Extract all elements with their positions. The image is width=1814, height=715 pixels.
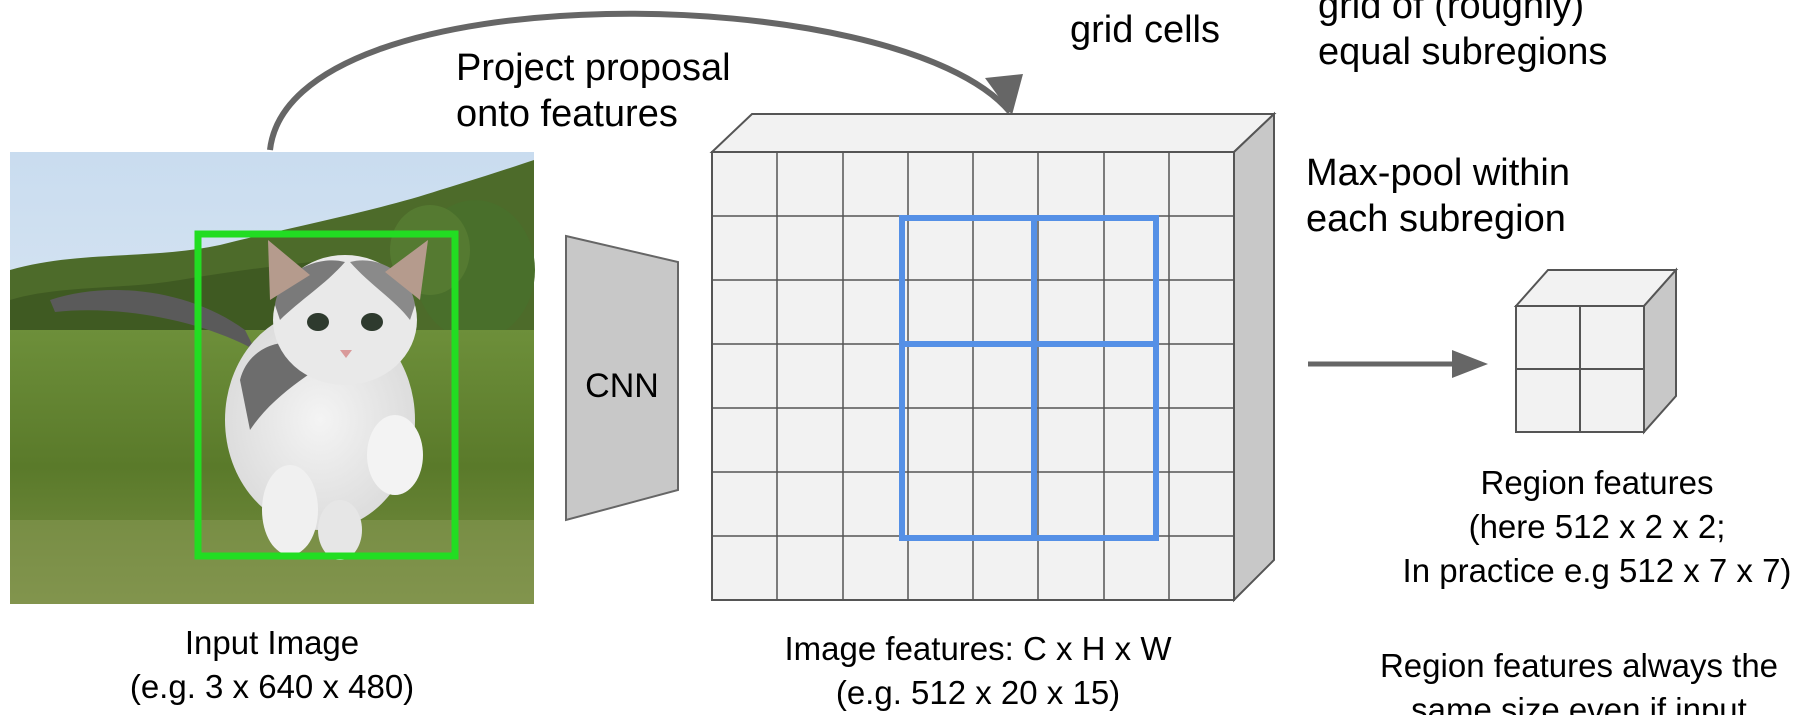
input-image-caption: Input Image (e.g. 3 x 640 x 480) [60,621,484,709]
region-feature-cube [1513,267,1679,435]
feature-map-caption-line1: Image features: C x H x W [784,630,1172,667]
region-features-caption-line2: (here 512 x 2 x 2; [1468,508,1726,545]
feature-map-caption: Image features: C x H x W (e.g. 512 x 20… [728,627,1228,715]
arrow-label-line2: onto features [456,93,678,135]
top-middle-label: grid cells [1030,7,1260,53]
cnn-label: CNN [585,367,659,405]
bottom-right-note: Region features always the same size eve… [1344,644,1814,715]
region-features-caption: Region features (here 512 x 2 x 2; In pr… [1380,461,1814,593]
region-features-caption-line3: In practice e.g 512 x 7 x 7) [1402,552,1792,589]
region-features-caption-line1: Region features [1480,464,1714,501]
maxpool-label-line2: each subregion [1306,198,1566,240]
bottom-right-note-line2: same size even if input [1411,691,1747,715]
feature-map-caption-line2: (e.g. 512 x 20 x 15) [835,674,1121,711]
cnn-block [565,234,679,522]
arrow-label: Project proposal onto features [456,45,731,137]
projection-arrow [267,10,1013,151]
pool-arrow-head [1452,350,1488,378]
top-right-label-line1: grid of (roughly) [1318,0,1585,27]
top-right-label: grid of (roughly) equal subregions [1318,0,1607,75]
input-image-caption-line1: Input Image [184,624,360,661]
feature-map-volume [709,111,1277,603]
top-middle-label-line1: grid cells [1070,9,1220,51]
arrow-label-line1: Project proposal [456,47,731,89]
bottom-right-note-line1: Region features always the [1379,647,1779,684]
input-image [10,152,535,604]
projection-arrow-head [985,74,1023,115]
top-right-label-line2: equal subregions [1318,31,1608,73]
input-image-caption-line2: (e.g. 3 x 640 x 480) [129,668,415,705]
maxpool-label: Max-pool within each subregion [1306,150,1570,242]
maxpool-label-line1: Max-pool within [1306,152,1570,194]
proposal-box [194,230,459,560]
projected-region-grid [899,215,1159,541]
